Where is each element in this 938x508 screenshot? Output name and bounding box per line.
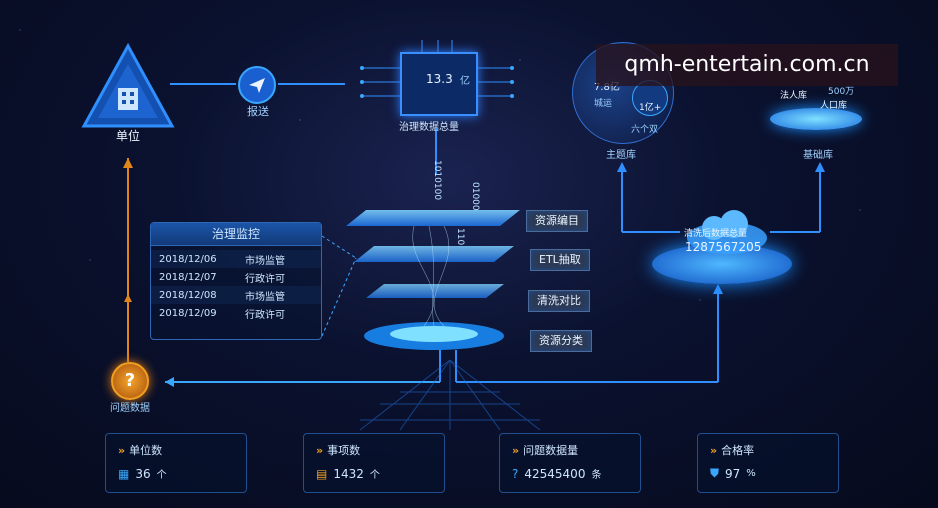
stat-title: 事项数 [327,444,361,457]
stat-card-pass-rate: »合格率 ⛊ 97% [697,433,839,493]
stat-value: 1432 [333,466,364,481]
tag-resource-classify[interactable]: 资源分类 [530,330,592,352]
monitor-title: 治理监控 [151,223,321,246]
tag-resource-catalog[interactable]: 资源编目 [526,210,588,232]
stat-title: 合格率 [721,444,755,457]
question-icon: ? [512,466,519,481]
watermark: qmh-entertain.com.cn [596,44,898,86]
problem-data-node[interactable]: ? [111,362,149,400]
row-item: 行政许可 [245,273,285,285]
table-row[interactable]: 2018/12/09 行政许可 [151,304,321,322]
chevron-icon: » [710,444,718,457]
row-date: 2018/12/06 [159,253,217,265]
stat-title: 单位数 [129,444,163,457]
pipeline-stack [346,210,520,350]
stat-value: 36 [135,466,151,481]
row-item: 行政许可 [245,309,285,321]
binary-stream-2: 01000 [470,182,480,211]
binary-stream-3: 110 [455,228,465,246]
row-date: 2018/12/07 [159,271,217,283]
stat-title: 问题数据量 [523,444,579,457]
stat-value: 97 [725,466,741,481]
stat-value: 42545400 [524,466,586,481]
population-db-label: 人口库 [820,101,848,111]
building-icon: ▦ [118,466,130,481]
shield-icon: ⛊ [710,466,720,480]
layer-clean [366,284,504,298]
base-db-platform[interactable] [770,108,862,130]
list-icon: ▤ [316,466,328,481]
layer-catalog [346,210,520,226]
cleaned-total-title: 清洗后数据总量 [684,229,748,239]
binary-stream-1: 1010100 [432,160,442,201]
table-row[interactable]: 2018/12/06 市场监管 [151,250,321,268]
base-top-value: 500万 [828,87,855,97]
chevron-icon: » [118,444,126,457]
problem-data-label: 问题数据 [110,403,150,414]
stat-unit: 条 [591,470,602,481]
topic-caption: 六个双 [631,125,659,135]
chevron-icon: » [512,444,520,457]
stat-card-units: »单位数 ▦ 36 个 [105,433,247,493]
unit-label: 单位 [116,129,141,143]
stat-card-items: »事项数 ▤ 1432 个 [303,433,445,493]
table-row[interactable]: 2018/12/08 市场监管 [151,286,321,304]
table-row[interactable]: 2018/12/07 行政许可 [151,268,321,286]
chip-circuit-icon [360,40,514,98]
question-icon: ? [124,370,136,391]
legal-db-label: 法人库 [780,91,808,101]
governance-monitor-panel: 治理监控 2018/12/06 市场监管 2018/12/07 行政许可 2018/… [150,222,322,340]
row-item: 市场监管 [245,255,285,267]
row-date: 2018/12/09 [159,307,217,319]
topic-bubble2-value: 1亿+ [639,103,662,113]
topic-bubble2[interactable] [632,80,668,116]
topic-db-label: 主题库 [606,150,636,161]
tag-etl-extract[interactable]: ETL抽取 [530,249,590,271]
chip-unit: 亿 [460,76,470,87]
paper-plane-icon [249,78,265,93]
cloud-icon [687,210,767,254]
chevron-icon: » [316,444,324,457]
chip-value: 13.3 [426,72,453,86]
stat-card-problem-data: »问题数据量 ? 42545400 条 [499,433,641,493]
chip-box[interactable]: 13.3 亿 [400,52,478,116]
report-label: 报送 [247,105,269,118]
chip-caption: 治理数据总量 [399,122,459,133]
cleaned-total-value: 1287567205 [685,240,762,254]
layer-etl [354,246,514,262]
report-node[interactable] [238,66,276,104]
stat-unit: % [746,468,756,479]
topic-bubble1-value: 7.8亿 [594,82,620,93]
base-db-label: 基础库 [803,150,833,161]
stat-unit: 个 [156,470,167,481]
tag-clean-compare[interactable]: 清洗对比 [528,290,590,312]
row-item: 市场监管 [245,291,285,303]
stat-unit: 个 [369,470,380,481]
unit-triangle-icon[interactable] [80,42,176,130]
row-date: 2018/12/08 [159,289,217,301]
topic-bubble1-label: 城运 [594,99,613,109]
